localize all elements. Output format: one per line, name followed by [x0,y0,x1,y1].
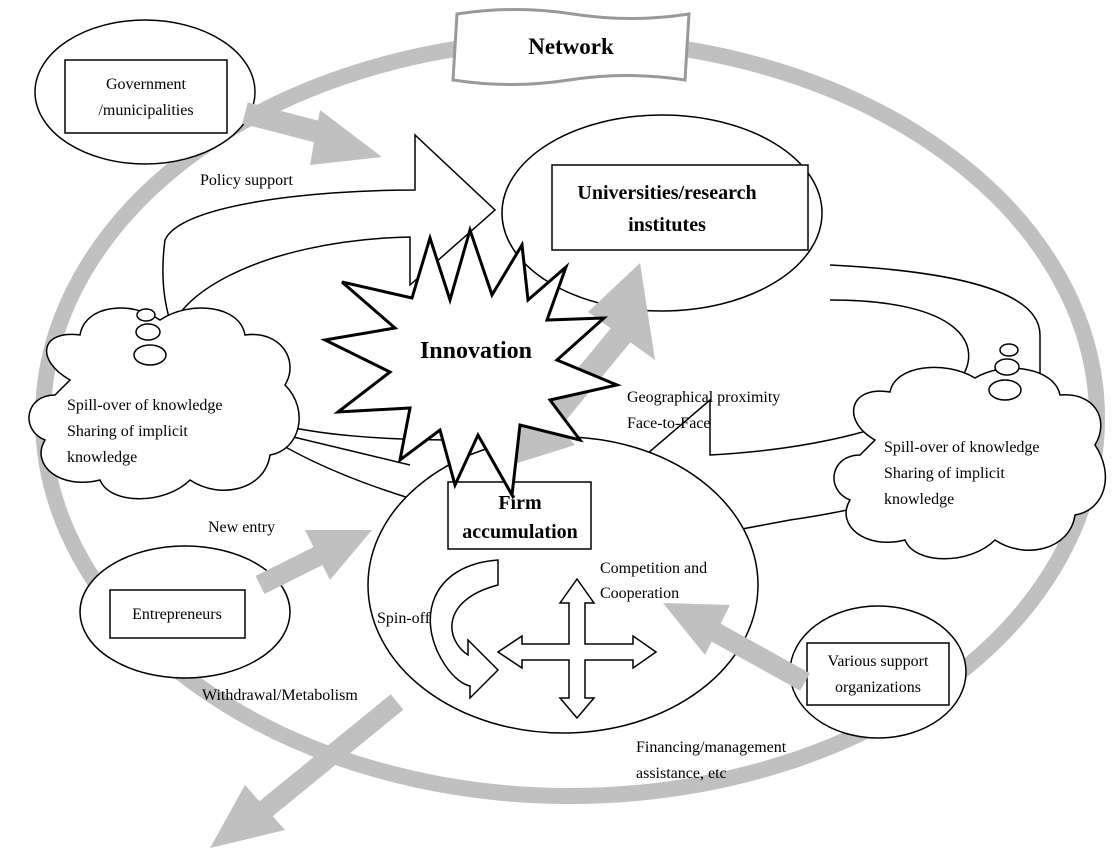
withdrawal-label: Withdrawal/Metabolism [202,687,358,704]
competition-four-way-arrow [496,577,658,720]
universities-label-line2: institutes [628,214,706,236]
support-label-line2: organizations [835,679,921,696]
withdrawal-arrow [210,694,404,848]
face-to-face-label: Face-to-Face [627,415,711,432]
left-cloud [28,307,300,500]
entrepreneurs-label: Entrepreneurs [132,606,222,623]
innovation-label: Innovation [420,338,532,364]
right-cloud-line1: Spill-over of knowledge [884,439,1040,456]
policy-support-arrow [242,102,382,165]
government-label-line1: Government [106,76,187,93]
competition-label-line2: Cooperation [600,585,679,602]
right-cloud-line2: Sharing of implicit [884,465,1005,482]
firm-label-line2: accumulation [462,521,578,543]
left-cloud-line1: Spill-over of knowledge [67,397,223,414]
financing-arrow [663,603,810,691]
left-cloud-line3: knowledge [67,449,137,466]
universities-box [551,164,809,251]
government-box [64,59,228,134]
firm-label-line1: Firm [498,492,542,514]
right-cloud [833,343,1107,560]
spin-off-label: Spin-off [377,610,431,627]
government-label-line2: /municipalities [98,102,193,119]
connector-left-cloud-firm [284,434,411,466]
new-entry-arrow [255,530,372,594]
support-box [806,642,950,706]
firm-box [447,481,592,550]
network-title: Network [528,34,614,59]
new-entry-label: New entry [208,519,275,536]
policy-support-label: Policy support [200,172,293,189]
right-cloud-line3: knowledge [884,491,954,508]
innovation-burst [320,224,622,500]
spin-off-arrow [429,559,500,700]
competition-label-line1: Competition and [600,560,707,577]
geo-proximity-label: Geographical proximity [627,389,780,406]
universities-label-line1: Universities/research [577,182,756,204]
support-label-line1: Various support [828,653,929,670]
financing-label-line2: assistance, etc [636,765,727,782]
entrepreneurs-box [109,589,246,639]
left-cloud-line2: Sharing of implicit [67,423,188,440]
network-banner: Network [451,8,691,86]
financing-label-line1: Financing/management [636,739,787,756]
